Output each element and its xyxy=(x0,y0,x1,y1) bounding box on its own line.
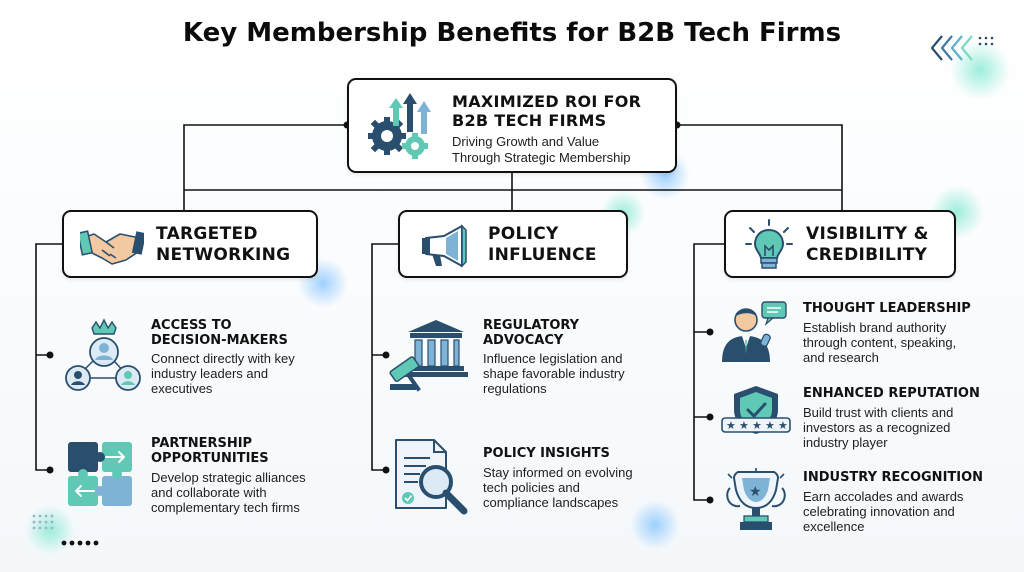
root-subtitle-line: Through Strategic Membership xyxy=(452,150,631,165)
trophy-icon: ★ xyxy=(726,468,786,530)
category-title-line: POLICY xyxy=(488,224,559,244)
item-description: Connect directly with key industry leade… xyxy=(151,351,295,396)
item-title-line: THOUGHT LEADERSHIP xyxy=(803,301,971,316)
item-title: PARTNERSHIP OPPORTUNITIES xyxy=(151,436,269,466)
item-description: Earn accolades and awards celebrating in… xyxy=(803,489,963,534)
item-title: ACCESS TO DECISION-MAKERS xyxy=(151,318,288,348)
item-title-line: ENHANCED REPUTATION xyxy=(803,386,980,401)
category-title: POLICY INFLUENCE xyxy=(488,224,597,266)
item-description: Stay informed on evolving tech policies … xyxy=(483,465,633,510)
megaphone-icon xyxy=(422,224,467,268)
item-description-line: tech policies and xyxy=(483,480,580,495)
svg-text:★: ★ xyxy=(749,484,762,500)
item-title: THOUGHT LEADERSHIP xyxy=(803,301,971,316)
item-title: INDUSTRY RECOGNITION xyxy=(803,470,983,485)
svg-text:★: ★ xyxy=(765,419,775,432)
decor-glow xyxy=(950,40,1010,100)
item-description-line: Develop strategic alliances xyxy=(151,470,306,485)
item-title-line: ADVOCACY xyxy=(483,333,564,348)
courthouse-gavel-icon xyxy=(389,320,468,392)
item-description-line: Earn accolades and awards xyxy=(803,489,964,504)
item-description-line: compliance landscapes xyxy=(483,495,619,510)
decor-glow xyxy=(630,500,680,550)
item-description-line: celebrating innovation and xyxy=(803,504,955,519)
item-description-line: Influence legislation and xyxy=(483,351,623,366)
gears-growth-arrows-icon xyxy=(368,93,431,159)
svg-text:★: ★ xyxy=(778,419,788,432)
item-title-line: PARTNERSHIP xyxy=(151,436,253,451)
category-title-line: VISIBILITY & xyxy=(806,224,929,244)
item-title-line: ACCESS TO xyxy=(151,318,232,333)
item-title-line: REGULATORY xyxy=(483,318,580,333)
decor-glow xyxy=(25,505,75,555)
item-title: POLICY INSIGHTS xyxy=(483,446,610,461)
item-title-line: DECISION-MAKERS xyxy=(151,333,288,348)
item-title: REGULATORY ADVOCACY xyxy=(483,318,579,348)
item-title-line: POLICY INSIGHTS xyxy=(483,446,610,461)
item-title: ENHANCED REPUTATION xyxy=(803,386,980,401)
category-visibility-credibility: VISIBILITY & CREDIBILITY xyxy=(724,210,956,278)
category-title: TARGETED NETWORKING xyxy=(156,224,290,266)
item-description: Develop strategic alliances and collabor… xyxy=(151,470,306,515)
chevrons-decoration-icon xyxy=(930,35,994,61)
category-title-line: NETWORKING xyxy=(156,245,291,265)
item-title-line: INDUSTRY RECOGNITION xyxy=(803,470,984,485)
dots-decoration-icon xyxy=(32,514,99,546)
category-targeted-networking: TARGETED NETWORKING xyxy=(62,210,318,278)
item-description-line: complementary tech firms xyxy=(151,500,300,515)
document-magnifier-icon xyxy=(395,439,468,515)
item-description-line: Build trust with clients and xyxy=(803,405,954,420)
category-policy-influence: POLICY INFLUENCE xyxy=(398,210,628,278)
shield-stars-icon: ★★★★★ xyxy=(721,386,791,434)
root-title-line: B2B TECH FIRMS xyxy=(452,111,607,130)
svg-text:★: ★ xyxy=(726,419,736,432)
item-description-line: through content, speaking, xyxy=(803,335,957,350)
item-description: Build trust with clients and investors a… xyxy=(803,405,953,450)
item-description: Influence legislation and shape favorabl… xyxy=(483,351,625,396)
category-title-line: TARGETED xyxy=(156,224,258,244)
item-description-line: industry leaders and xyxy=(151,366,269,381)
item-description-line: and collaborate with xyxy=(151,485,267,500)
item-description-line: regulations xyxy=(483,381,547,396)
root-title-line: MAXIMIZED ROI FOR xyxy=(452,92,642,111)
network-people-icon xyxy=(65,318,141,391)
item-description-line: shape favorable industry xyxy=(483,366,625,381)
svg-text:★: ★ xyxy=(752,419,762,432)
item-description-line: and research xyxy=(803,350,879,365)
category-title: VISIBILITY & CREDIBILITY xyxy=(806,224,929,266)
item-title-line: OPPORTUNITIES xyxy=(151,451,269,466)
category-title-line: CREDIBILITY xyxy=(806,245,928,265)
item-description-line: Stay informed on evolving xyxy=(483,465,633,480)
item-description-line: Establish brand authority xyxy=(803,320,947,335)
root-title: MAXIMIZED ROI FOR B2B TECH FIRMS xyxy=(452,92,641,130)
item-description-line: excellence xyxy=(803,519,865,534)
root-subtitle-line: Driving Growth and Value xyxy=(452,134,600,149)
page-title: Key Membership Benefits for B2B Tech Fir… xyxy=(182,18,842,48)
item-description-line: Connect directly with key xyxy=(151,351,295,366)
item-description-line: industry player xyxy=(803,435,888,450)
item-description-line: investors as a recognized xyxy=(803,420,951,435)
handshake-icon xyxy=(80,230,144,265)
lightbulb-icon xyxy=(745,219,793,269)
svg-text:★: ★ xyxy=(739,419,749,432)
item-description: Establish brand authority through conten… xyxy=(803,320,956,365)
item-description-line: executives xyxy=(151,381,213,396)
root-node: MAXIMIZED ROI FOR B2B TECH FIRMS Driving… xyxy=(347,78,677,173)
category-title-line: INFLUENCE xyxy=(488,245,597,265)
root-subtitle: Driving Growth and Value Through Strateg… xyxy=(452,134,630,166)
speaker-icon xyxy=(722,301,787,362)
puzzle-icon xyxy=(68,442,132,506)
